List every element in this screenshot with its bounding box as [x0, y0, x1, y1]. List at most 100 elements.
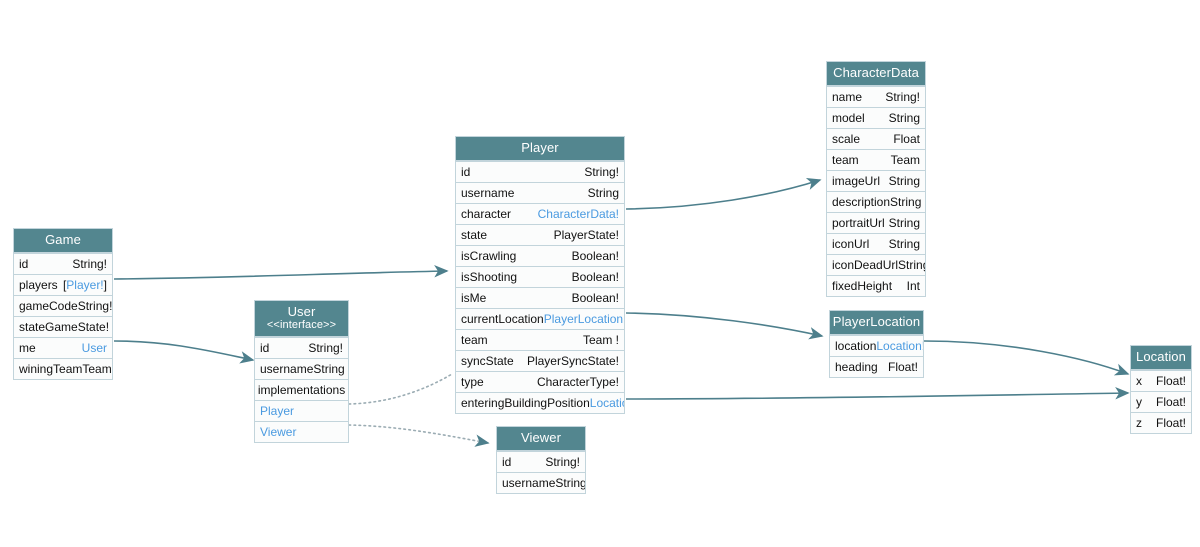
- entity-playerlocation[interactable]: PlayerLocation location Location! headin…: [829, 310, 924, 378]
- table-row[interactable]: location Location!: [830, 335, 923, 356]
- field-name: team: [461, 333, 488, 347]
- field-name: iconUrl: [832, 237, 870, 251]
- field-type: Float!: [1155, 395, 1186, 409]
- field-name: name: [832, 90, 863, 104]
- table-row[interactable]: y Float!: [1131, 391, 1191, 412]
- table-row[interactable]: portraitUrl String: [827, 212, 925, 233]
- table-row[interactable]: currentLocation PlayerLocation!: [456, 308, 624, 329]
- field-name: isCrawling: [461, 249, 517, 263]
- entity-user[interactable]: User <<interface>> id String! username S…: [254, 300, 349, 443]
- field-type: Location!: [876, 339, 923, 353]
- field-type: GameState!: [45, 320, 110, 334]
- entity-user-name: User: [287, 304, 316, 319]
- field-name: state: [19, 320, 46, 334]
- entity-game[interactable]: Game id String! players [Player!] gameCo…: [13, 228, 113, 380]
- table-row[interactable]: team Team !: [456, 329, 624, 350]
- table-row[interactable]: gameCode String!: [14, 295, 112, 316]
- field-name: username: [260, 362, 314, 376]
- edge-player-currentlocation-to-playerlocation: [625, 312, 824, 340]
- table-row[interactable]: id String!: [14, 253, 112, 274]
- field-type: String: [888, 216, 920, 230]
- table-row[interactable]: syncState PlayerSyncState!: [456, 350, 624, 371]
- implementations-label: implementations: [257, 383, 346, 397]
- entity-playerlocation-title: PlayerLocation: [830, 311, 923, 335]
- table-row[interactable]: imageUrl String: [827, 170, 925, 191]
- table-row[interactable]: character CharacterData!: [456, 203, 624, 224]
- table-row[interactable]: fixedHeight Int: [827, 275, 925, 296]
- table-row[interactable]: winingTeam Team: [14, 358, 112, 379]
- table-row[interactable]: id String!: [456, 161, 624, 182]
- field-type: Location: [589, 396, 624, 410]
- field-name: isShooting: [461, 270, 518, 284]
- edge-player-enteringbuildingposition-to-location: [625, 386, 1130, 400]
- entity-player[interactable]: Player id String! username String charac…: [455, 136, 625, 414]
- table-row[interactable]: description String: [827, 191, 925, 212]
- table-row[interactable]: state GameState!: [14, 316, 112, 337]
- table-row[interactable]: iconUrl String: [827, 233, 925, 254]
- field-type: Team: [82, 362, 112, 376]
- entity-viewer[interactable]: Viewer id String! username String: [496, 426, 586, 494]
- field-name: imageUrl: [832, 174, 881, 188]
- edge-game-me-to-user: [113, 340, 255, 364]
- field-name: id: [502, 455, 512, 469]
- table-row[interactable]: enteringBuildingPosition Location: [456, 392, 624, 413]
- field-type: PlayerSyncState!: [526, 354, 619, 368]
- table-row[interactable]: username String: [255, 358, 348, 379]
- edge-player-character-to-characterdata: [625, 177, 822, 210]
- entity-characterdata[interactable]: CharacterData name String! model String …: [826, 61, 926, 297]
- field-name: y: [1136, 395, 1142, 409]
- field-type: Int: [906, 279, 920, 293]
- edge-user-implements-viewer: [348, 424, 490, 447]
- field-type: PlayerState!: [553, 228, 619, 242]
- field-name: id: [461, 165, 471, 179]
- implementation-item-viewer[interactable]: Viewer: [255, 421, 348, 442]
- entity-user-stereotype: <<interface>>: [266, 319, 337, 331]
- field-name: winingTeam: [19, 362, 83, 376]
- table-row[interactable]: team Team: [827, 149, 925, 170]
- table-row[interactable]: username String: [456, 182, 624, 203]
- entity-location[interactable]: Location x Float! y Float! z Float!: [1130, 345, 1192, 434]
- implementation-name: Player: [260, 404, 295, 418]
- field-type: String!: [72, 257, 107, 271]
- table-row[interactable]: type CharacterType!: [456, 371, 624, 392]
- table-row[interactable]: model String: [827, 107, 925, 128]
- field-name: fixedHeight: [832, 279, 893, 293]
- field-type: String: [888, 174, 920, 188]
- field-name: heading: [835, 360, 878, 374]
- field-name: username: [502, 476, 556, 490]
- field-type: Boolean!: [571, 291, 619, 305]
- table-row[interactable]: z Float!: [1131, 412, 1191, 433]
- field-type: Team: [890, 153, 920, 167]
- table-row[interactable]: iconDeadUrl String: [827, 254, 925, 275]
- table-row[interactable]: me User: [14, 337, 112, 358]
- field-name: description: [832, 195, 891, 209]
- field-type: String!: [545, 455, 580, 469]
- table-row[interactable]: isShooting Boolean!: [456, 266, 624, 287]
- field-type: String: [888, 237, 920, 251]
- field-name: x: [1136, 374, 1142, 388]
- field-type: String: [555, 476, 585, 490]
- table-row[interactable]: isMe Boolean!: [456, 287, 624, 308]
- table-row[interactable]: heading Float!: [830, 356, 923, 377]
- table-row[interactable]: players [Player!]: [14, 274, 112, 295]
- table-row[interactable]: id String!: [255, 337, 348, 358]
- table-row[interactable]: scale Float: [827, 128, 925, 149]
- field-type: Float!: [1155, 374, 1186, 388]
- implementation-name: Viewer: [260, 425, 297, 439]
- entity-user-title: User <<interface>>: [255, 301, 348, 337]
- field-type: [Player!]: [62, 278, 107, 292]
- edge-user-implements-player: [348, 373, 453, 405]
- field-type: Float!: [1155, 416, 1186, 430]
- field-name: z: [1136, 416, 1142, 430]
- table-row[interactable]: name String!: [827, 86, 925, 107]
- implementation-item-player[interactable]: Player: [255, 400, 348, 421]
- table-row[interactable]: x Float!: [1131, 370, 1191, 391]
- table-row[interactable]: isCrawling Boolean!: [456, 245, 624, 266]
- table-row[interactable]: username String: [497, 472, 585, 493]
- entity-player-title: Player: [456, 137, 624, 161]
- field-type: Float!: [887, 360, 918, 374]
- entity-viewer-title: Viewer: [497, 427, 585, 451]
- table-row[interactable]: state PlayerState!: [456, 224, 624, 245]
- table-row[interactable]: id String!: [497, 451, 585, 472]
